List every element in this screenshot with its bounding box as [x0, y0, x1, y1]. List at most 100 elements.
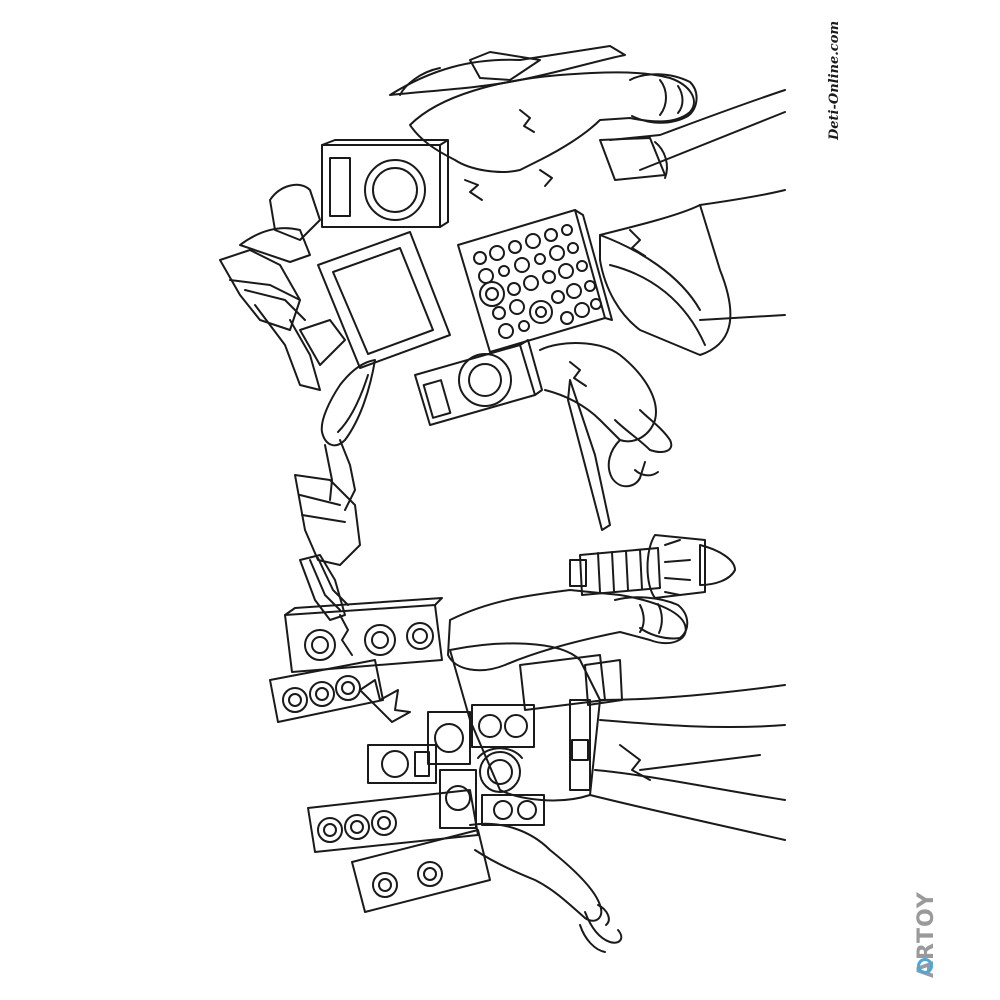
upper-speaker-box-depth: [321, 139, 449, 228]
lower-bar-cone-1-o: [304, 629, 336, 661]
lower-cluster-1-cone: [434, 723, 464, 753]
lower-bar2-cone-3: [371, 810, 397, 836]
lower-gun-head: [646, 534, 706, 599]
lower-leg-seam: [639, 754, 761, 771]
lower-bar-cone-1-i: [311, 636, 329, 654]
upper-tear-3: [539, 169, 553, 187]
lower-leg-1: [599, 684, 786, 729]
lower-arm-cone-3-o: [335, 675, 361, 701]
upper-coat-line-2: [609, 264, 706, 346]
upper-claw-2: [469, 51, 541, 81]
upper-tear-1: [519, 109, 535, 133]
lower-bar3-cone-2i: [423, 867, 437, 881]
connecting-arm: [294, 474, 361, 621]
upper-speaker-slot: [329, 157, 351, 217]
lower-bottom-hand: [579, 911, 623, 953]
lower-gun-tip: [699, 544, 736, 586]
upper-crest-3: [254, 304, 321, 391]
upper-speaker-cone-inner: [372, 167, 418, 213]
lower-center-eye-i: [487, 759, 513, 785]
upper-coat-line-1: [599, 234, 701, 311]
site-watermark: Deti-Online.com: [827, 20, 842, 140]
upper-right-arm: [699, 189, 786, 321]
upper-figure: [219, 45, 786, 531]
lower-belt: [569, 699, 591, 791]
upper-arm: [409, 71, 695, 173]
lower-bar-cone-2-o: [364, 624, 396, 656]
upper-blade-arm: [567, 379, 611, 531]
lower-small-cone-b: [517, 800, 537, 820]
lower-arm-cone-1-o: [282, 687, 308, 713]
lower-bar-cone-3-o: [406, 622, 434, 650]
lower-cluster-3-cone: [381, 750, 409, 778]
mid-arm-band-2: [301, 514, 346, 523]
upper-dot-panel-depth: [574, 209, 613, 321]
upper-hinge-arm: [339, 439, 356, 511]
lower-bar2-cone-2i: [350, 820, 364, 834]
upper-finger-1: [634, 469, 659, 477]
upper-small-speaker-slot: [422, 379, 452, 419]
lower-bar2-cone-3i: [377, 816, 391, 830]
brand-logo-ring-icon: [917, 958, 933, 974]
lower-arm-cone-1-i: [288, 693, 302, 707]
lower-cluster-2-cone-b: [504, 714, 528, 738]
mid-blade-stack-3: [317, 557, 349, 606]
upper-hinge-arm-2: [324, 444, 333, 501]
upper-speaker-box: [321, 144, 441, 228]
lower-cluster-2-cone-a: [478, 714, 502, 738]
lower-bar-crack: [339, 614, 353, 656]
lower-raised-hand: [614, 596, 689, 640]
upper-crest-1: [219, 249, 301, 331]
upper-body-coat: [599, 204, 732, 356]
lower-bar3-cone-1: [372, 872, 398, 898]
lower-speaker-bar-top: [284, 597, 443, 616]
upper-hand: [607, 409, 673, 488]
lower-cluster-speaker-1: [427, 711, 471, 765]
upper-crest-4: [269, 183, 321, 241]
upper-crest-7: [244, 289, 306, 321]
lower-gun-grip: [569, 559, 587, 587]
lower-speaker-bar: [284, 604, 443, 673]
lower-leg-2: [589, 769, 786, 841]
lower-figure: [269, 534, 786, 953]
lower-bar-cone-3-i: [412, 628, 428, 644]
upper-small-speaker-cone-outer: [458, 353, 512, 407]
lower-speaker-bar-2: [307, 789, 479, 853]
lower-bar2-cone-2: [344, 814, 370, 840]
lower-bar2-cone-1i: [323, 823, 337, 837]
lower-arm-speaker: [269, 659, 384, 723]
upper-crest-5: [299, 319, 346, 366]
upper-speaker-cone-outer: [364, 159, 426, 221]
lower-gun-body: [579, 547, 661, 596]
lower-raised-arm: [447, 589, 687, 672]
lower-bottom-arm: [469, 822, 603, 922]
mid-arm-outer: [294, 474, 361, 566]
lower-bar-cone-2-i: [371, 631, 389, 649]
lower-small-speaker: [481, 794, 545, 826]
lower-spiky-tear: [359, 679, 411, 723]
lower-arm-cone-2-o: [309, 681, 335, 707]
lower-center-eye-o: [479, 751, 521, 793]
lower-bar3-cone-1i: [378, 878, 392, 892]
upper-claw-3: [399, 67, 441, 96]
lower-cluster-speaker-4: [439, 769, 477, 829]
lower-gun-fins: [664, 539, 691, 596]
upper-coat-tear: [629, 229, 646, 257]
upper-crest-6: [229, 279, 301, 301]
upper-long-arm: [609, 89, 786, 171]
upper-small-speaker-cone-inner: [468, 363, 502, 397]
upper-small-speaker-depth: [519, 339, 543, 396]
lower-belt-buckle: [571, 739, 589, 761]
upper-fist-fold-2: [677, 85, 684, 114]
lower-speaker-bar-3: [351, 829, 491, 913]
lower-small-cone-a: [493, 800, 513, 820]
upper-claw-1: [389, 45, 626, 96]
lower-cluster-3-slot: [414, 751, 430, 777]
lower-cluster-speaker-3: [367, 744, 437, 784]
upper-wrist-band: [599, 137, 666, 181]
upper-fist: [629, 73, 698, 124]
upper-fist-fold: [659, 79, 667, 116]
upper-cuff: [654, 141, 668, 179]
lower-hand-folds: [639, 603, 663, 634]
